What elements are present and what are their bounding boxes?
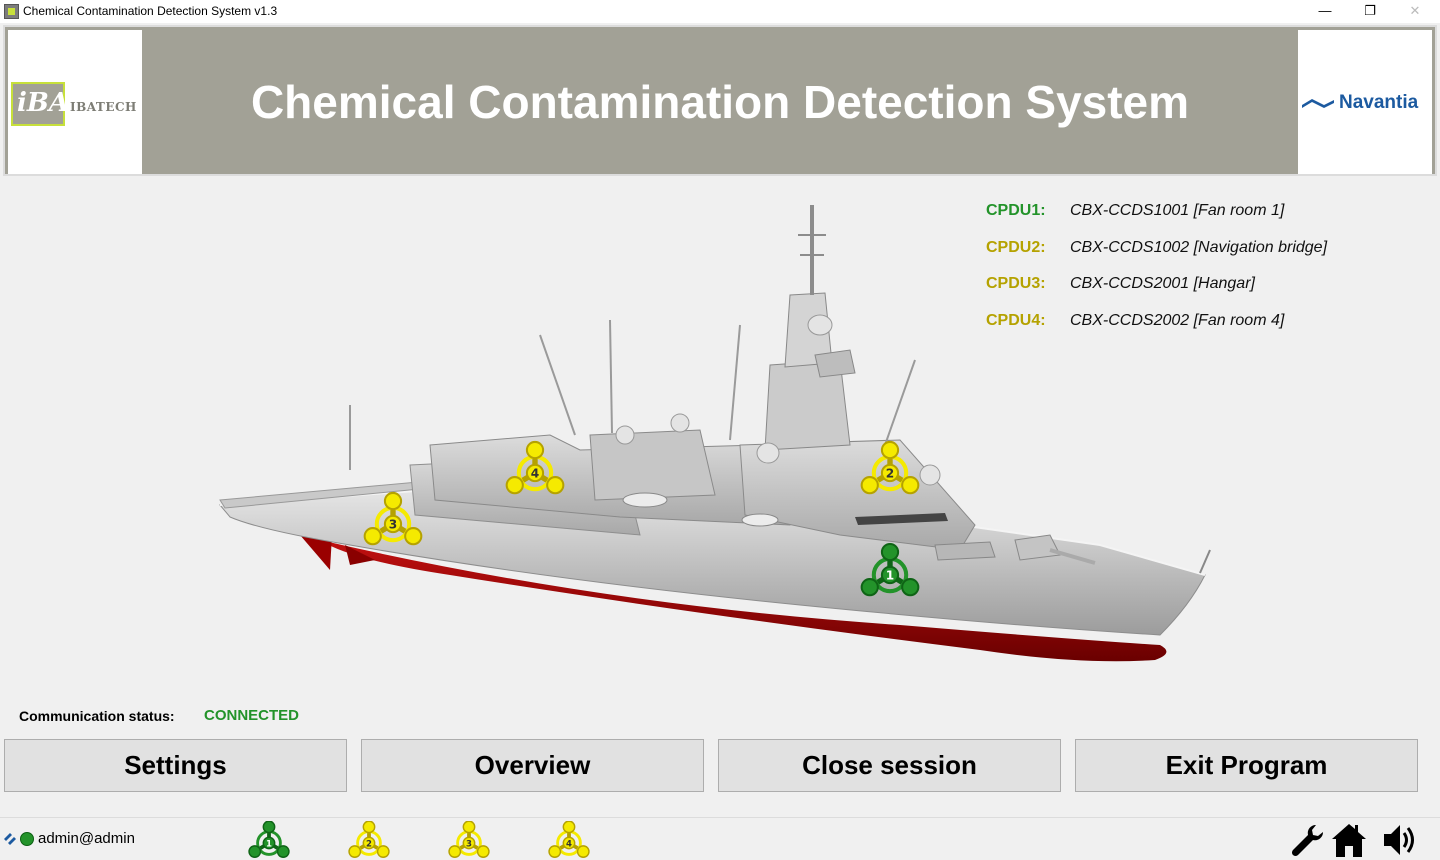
cpdu-row-3[interactable]: CPDU3: CBX-CCDS2001 [Hangar] xyxy=(986,273,1426,310)
svg-text:1: 1 xyxy=(266,839,272,849)
minimize-button[interactable]: — xyxy=(1318,3,1332,18)
cpdu-description: CBX-CCDS1002 [Navigation bridge] xyxy=(1070,238,1328,256)
wrench-icon[interactable] xyxy=(1289,821,1327,859)
page-title: Chemical Contamination Detection System xyxy=(250,76,1190,128)
cpdu-id: CPDU3: xyxy=(986,275,1046,292)
window-title: Chemical Contamination Detection System … xyxy=(23,4,278,18)
cpdu-description: CBX-CCDS1001 [Fan room 1] xyxy=(1070,202,1285,219)
cpdu-description: CBX-CCDS2002 [Fan room 4] xyxy=(1070,311,1285,329)
close-window-button[interactable]: ✕ xyxy=(1409,3,1421,18)
cpdu-id: CPDU4: xyxy=(986,311,1046,329)
user-status-dot xyxy=(20,832,34,846)
svg-text:3: 3 xyxy=(466,839,472,849)
close-session-button[interactable]: Close session xyxy=(718,739,1061,792)
communication-status-label: Communication status: xyxy=(19,708,175,724)
navantia-logo: Navantia xyxy=(1298,30,1432,174)
sensor-glyph-3: 3 xyxy=(448,821,490,858)
cpdu-1-status-icon[interactable]: 1 xyxy=(248,821,290,860)
cpdu-id: CPDU1: xyxy=(986,202,1046,219)
svg-text:4: 4 xyxy=(566,839,572,849)
navantia-logo-icon xyxy=(1302,99,1334,108)
cpdu-3-status-icon[interactable]: 3 xyxy=(448,821,490,860)
sensor-glyph-2: 2 xyxy=(348,821,390,858)
home-icon[interactable] xyxy=(1330,821,1368,859)
header-banner: iBA IBATECH Chemical Contamination Detec… xyxy=(3,25,1437,176)
exit-program-button[interactable]: Exit Program xyxy=(1075,739,1418,792)
ibatech-logo-text: IBATECH xyxy=(70,100,137,114)
cpdu-legend: CPDU1: CBX-CCDS1001 [Fan room 1] CPDU2: … xyxy=(986,200,1426,346)
cpdu-row-2[interactable]: CPDU2: CBX-CCDS1002 [Navigation bridge] xyxy=(986,237,1426,274)
sensor-glyph-1: 1 xyxy=(248,821,290,858)
svg-text:2: 2 xyxy=(366,839,372,849)
cpdu-row-1[interactable]: CPDU1: CBX-CCDS1001 [Fan room 1] xyxy=(986,200,1426,237)
network-icon xyxy=(4,833,16,845)
cpdu-2-status-icon[interactable]: 2 xyxy=(348,821,390,860)
maximize-button[interactable]: ❐ xyxy=(1364,3,1376,18)
app-icon xyxy=(4,4,19,19)
cpdu-id: CPDU2: xyxy=(986,238,1046,256)
ibatech-logo: iBA IBATECH xyxy=(8,30,142,174)
navantia-logo-text: Navantia xyxy=(1339,92,1419,113)
speaker-icon[interactable] xyxy=(1381,821,1419,859)
current-user: admin@admin xyxy=(38,830,135,847)
settings-button[interactable]: Settings xyxy=(4,739,347,792)
cpdu-row-4[interactable]: CPDU4: CBX-CCDS2002 [Fan room 4] xyxy=(986,310,1426,347)
iba-logo-mark: iBA xyxy=(11,82,69,126)
title-bar: Chemical Contamination Detection System … xyxy=(0,0,1440,23)
overview-button[interactable]: Overview xyxy=(361,739,704,792)
sensor-glyph-4: 4 xyxy=(548,821,590,858)
communication-status-value: CONNECTED xyxy=(204,707,300,724)
cpdu-4-status-icon[interactable]: 4 xyxy=(548,821,590,860)
status-bar: admin@admin 1 2 3 4 xyxy=(0,817,1440,860)
cpdu-description: CBX-CCDS2001 [Hangar] xyxy=(1070,275,1255,292)
